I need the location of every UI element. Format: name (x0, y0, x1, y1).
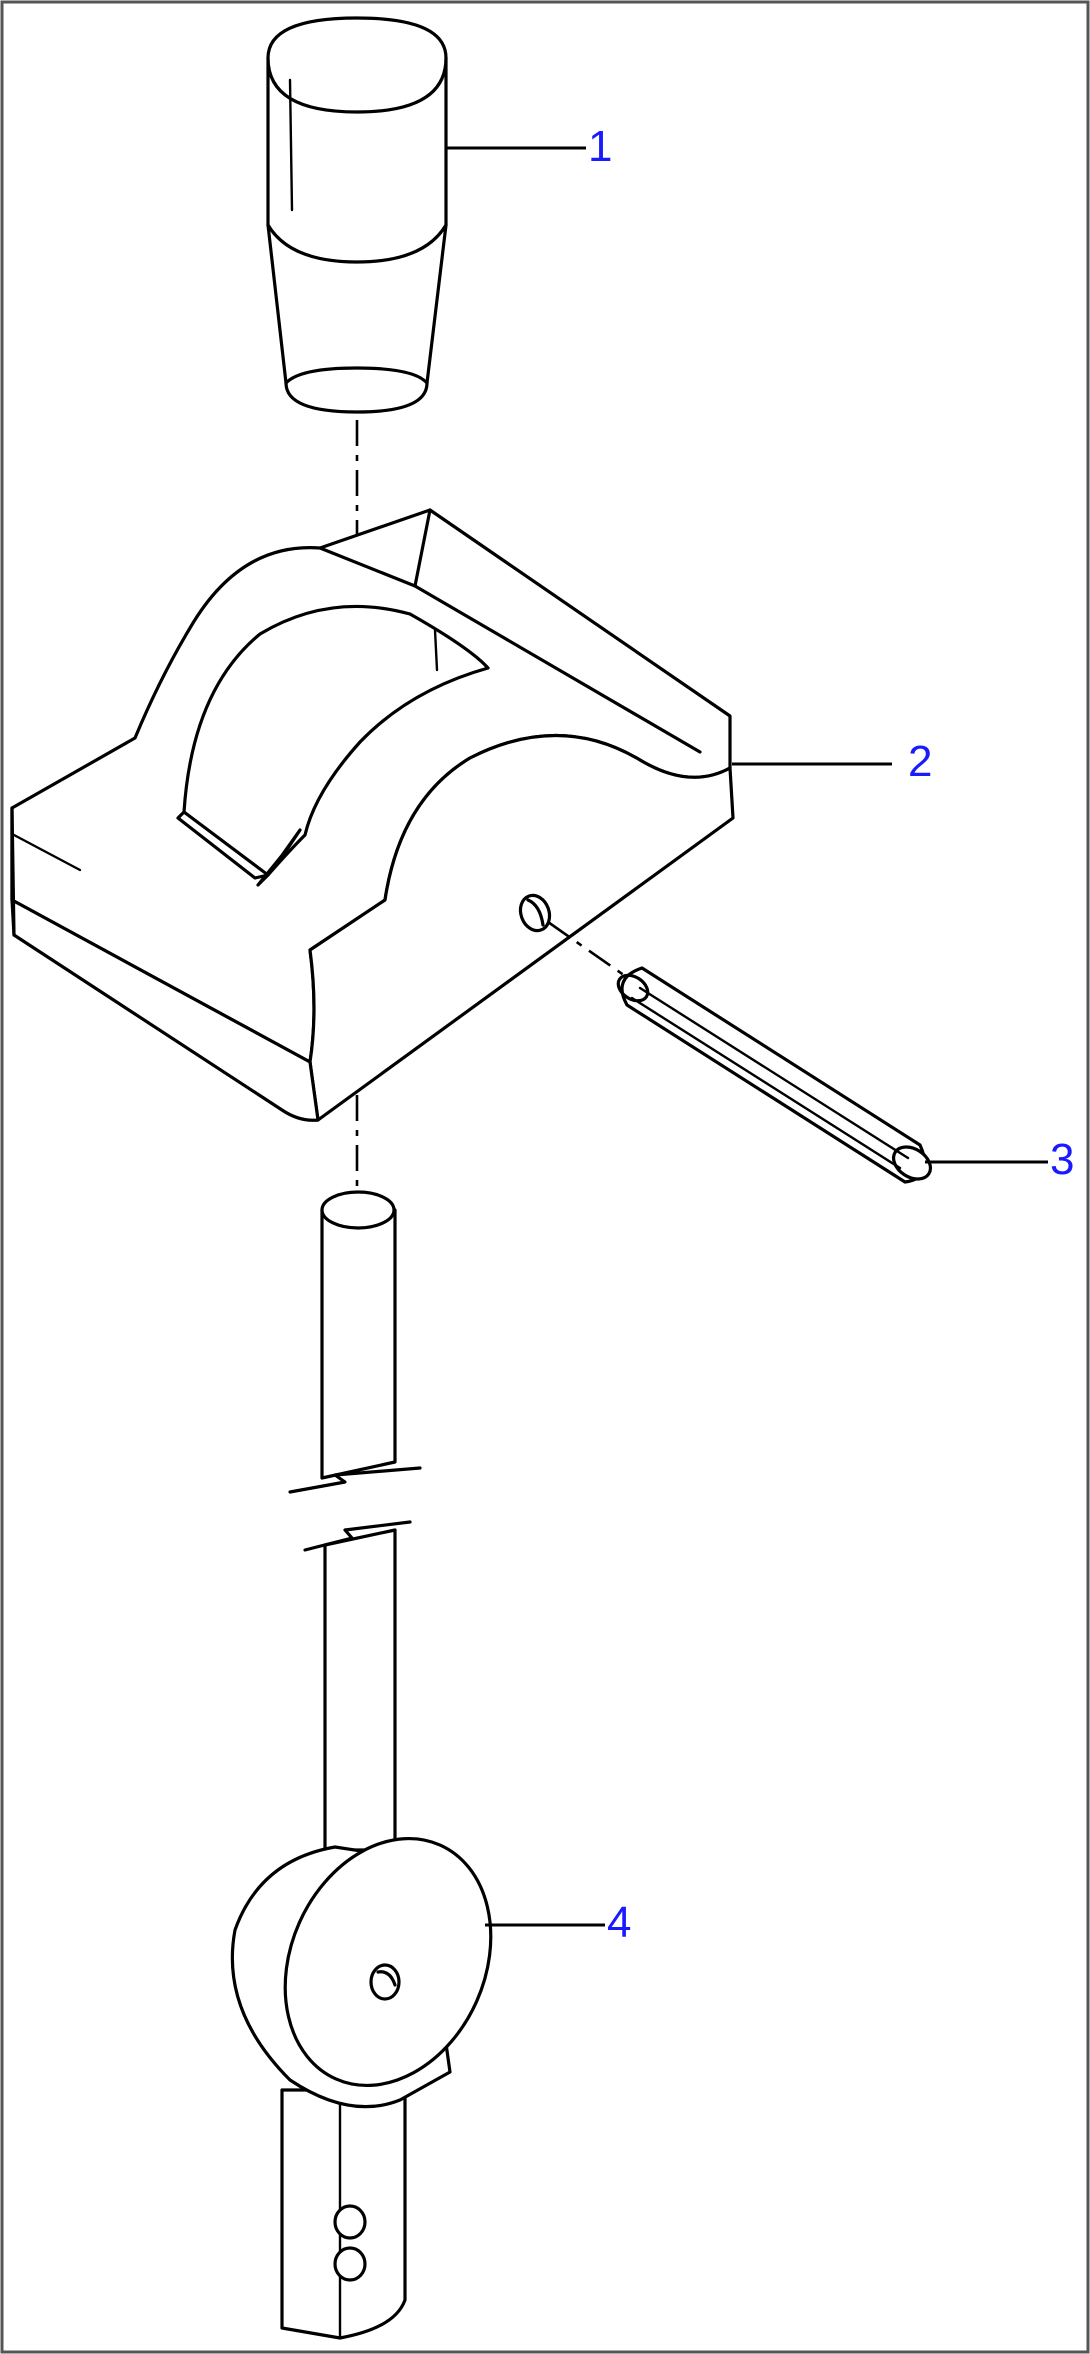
callout-2: 2 (908, 737, 932, 786)
callout-4: 4 (607, 1898, 631, 1947)
part-1-knob (266, 16, 448, 414)
part-3-roll-pin (616, 966, 933, 1184)
part-2-shifter-body (10, 508, 735, 1122)
callout-1: 1 (588, 122, 612, 171)
part-4-lever-shaft (230, 1190, 493, 2340)
callout-3: 3 (1050, 1135, 1074, 1184)
